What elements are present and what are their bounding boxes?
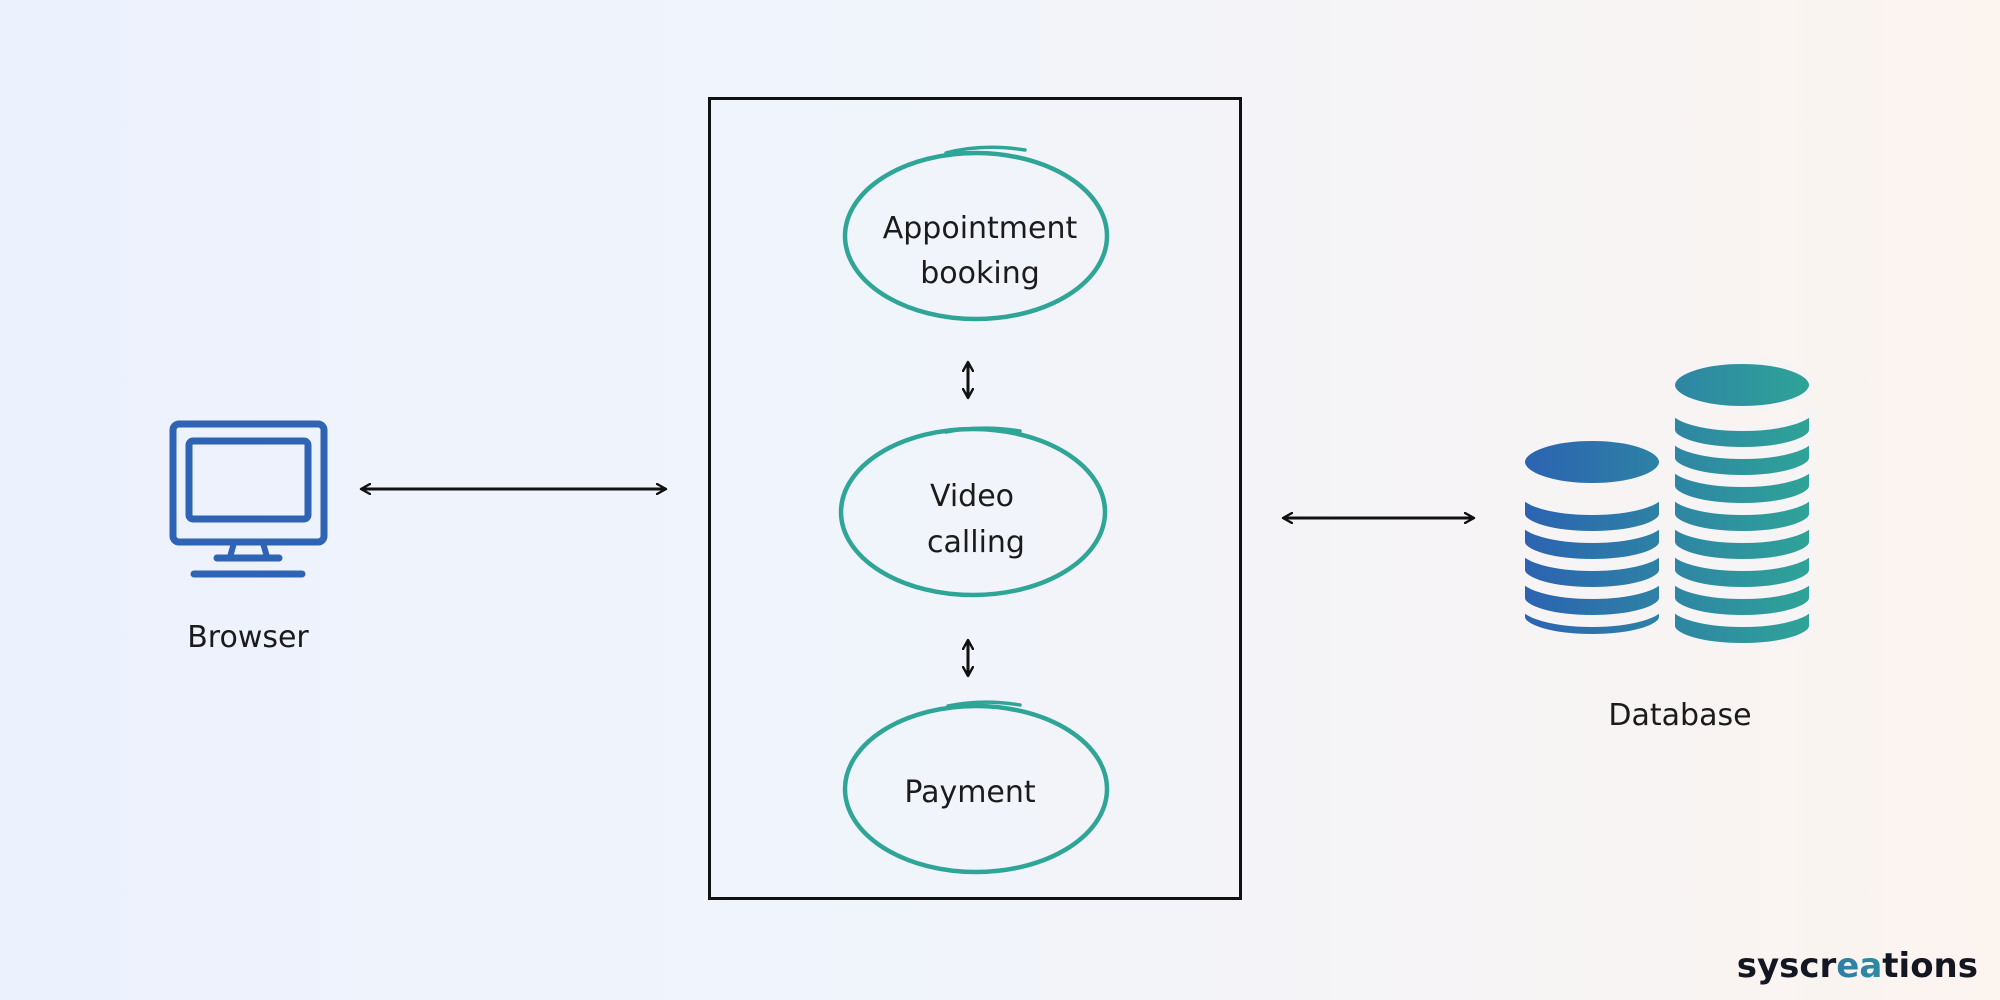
appointment-circle — [842, 145, 1110, 322]
video-label-line1: Video — [930, 479, 1014, 514]
browser-label: Browser — [187, 620, 309, 655]
video-calling-node: Video calling — [838, 426, 1108, 598]
database-label: Database — [1608, 698, 1751, 733]
video-label-line2: calling — [927, 525, 1025, 560]
logo-text-post: tions — [1882, 946, 1978, 986]
database-node: Database — [1519, 358, 1815, 733]
desktop-monitor-icon — [169, 420, 328, 578]
video-calling-circle — [838, 426, 1108, 598]
database-stack-icon — [1519, 358, 1815, 649]
appointment-booking-node: Appointment booking — [842, 145, 1110, 322]
appointment-label-line1: Appointment — [883, 211, 1078, 246]
svg-text:syscreations: syscreations — [1737, 946, 1978, 986]
logo-text-pre: syscr — [1737, 946, 1837, 986]
payment-label: Payment — [904, 775, 1036, 810]
syscreations-logo: syscreations — [1737, 946, 1978, 986]
appointment-label-line2: booking — [920, 256, 1040, 291]
logo-text-mark: ea — [1836, 946, 1882, 986]
payment-node: Payment — [842, 700, 1110, 875]
browser-node: Browser — [169, 420, 328, 655]
services-container — [708, 97, 1242, 900]
payment-circle — [842, 700, 1110, 875]
